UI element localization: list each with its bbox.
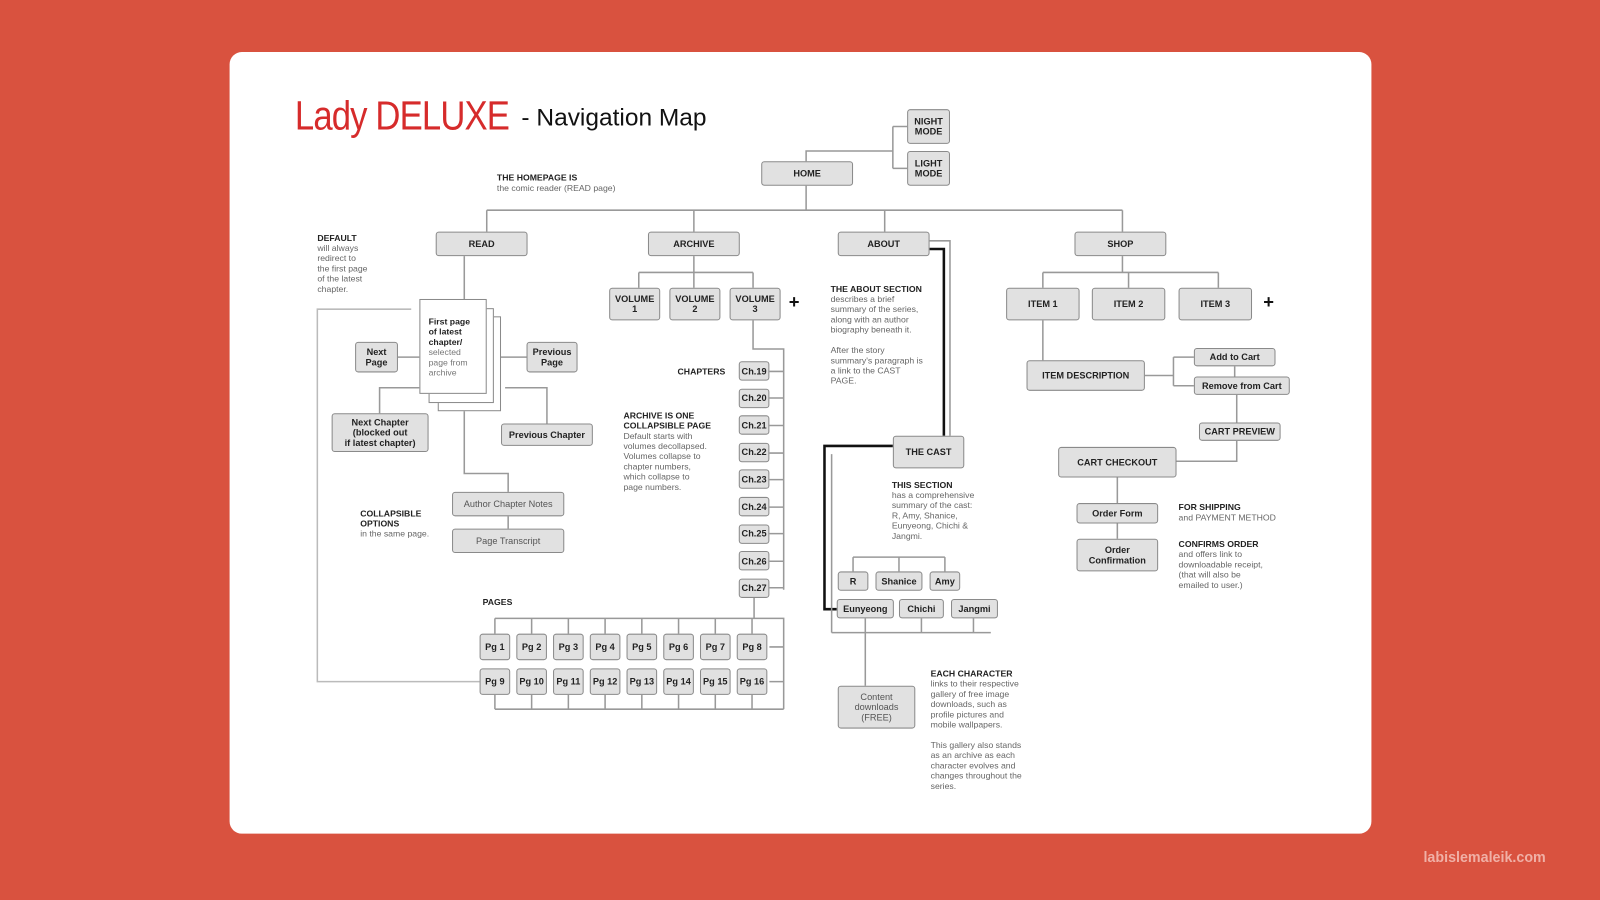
- note-text: Default starts with volumes decollapsed.…: [623, 430, 707, 492]
- character-jangmi[interactable]: Jangmi: [951, 598, 998, 619]
- note-heading: THE ABOUT SECTION: [830, 283, 922, 294]
- previous-page-button[interactable]: Previous Page: [526, 341, 578, 373]
- cart-checkout[interactable]: CART CHECKOUT: [1058, 446, 1177, 478]
- remove-from-cart-button[interactable]: Remove from Cart: [1193, 376, 1290, 395]
- chapter-button[interactable]: Ch.25: [738, 524, 770, 544]
- chapter-button[interactable]: Ch.19: [738, 361, 770, 381]
- chapter-button[interactable]: Ch.23: [738, 469, 770, 490]
- order-confirmation[interactable]: Order Confirmation: [1076, 538, 1159, 572]
- note-heading: THIS SECTION: [891, 479, 953, 490]
- volume-1[interactable]: VOLUME 1: [609, 287, 661, 321]
- page-button[interactable]: Pg 16: [736, 668, 768, 695]
- character-chichi[interactable]: Chichi: [898, 598, 944, 619]
- volume-3[interactable]: VOLUME 3: [729, 287, 781, 321]
- add-item-icon: +: [1263, 291, 1274, 313]
- light-mode-button[interactable]: LIGHT MODE: [907, 151, 950, 186]
- add-to-cart-button[interactable]: Add to Cart: [1193, 347, 1276, 367]
- page-button[interactable]: Pg 12: [589, 668, 621, 695]
- note-heading: DEFAULT: [317, 232, 357, 243]
- item-description[interactable]: ITEM DESCRIPTION: [1026, 360, 1145, 391]
- volume-2[interactable]: VOLUME 2: [669, 287, 721, 321]
- page-button[interactable]: Pg 14: [663, 668, 694, 695]
- character-r[interactable]: R: [837, 571, 869, 591]
- note-heading: FOR SHIPPING: [1178, 502, 1241, 513]
- note-text: describes a brief summary of the series,…: [830, 293, 923, 386]
- page-transcript[interactable]: Page Transcript: [452, 528, 565, 554]
- cart-preview[interactable]: CART PREVIEW: [1198, 422, 1281, 441]
- reader-page[interactable]: First page of latest chapter/selected pa…: [419, 298, 487, 394]
- page-button[interactable]: Pg 2: [516, 633, 547, 661]
- page-button[interactable]: Pg 7: [699, 633, 731, 661]
- about-node[interactable]: ABOUT: [837, 231, 930, 257]
- page-button[interactable]: Pg 4: [589, 633, 621, 661]
- page-title: - Navigation Map: [521, 104, 707, 132]
- reader-page-heading: First page of latest chapter/: [428, 316, 471, 347]
- content-downloads[interactable]: Content downloads (FREE): [837, 685, 916, 729]
- shop-item-3[interactable]: ITEM 3: [1178, 287, 1253, 321]
- note-text: and PAYMENT METHOD: [1178, 512, 1276, 523]
- character-shanice[interactable]: Shanice: [875, 571, 923, 591]
- reader-page-text: selected page from archive: [428, 346, 468, 378]
- chapter-button[interactable]: Ch.20: [738, 388, 770, 408]
- read-node[interactable]: READ: [435, 231, 528, 257]
- next-page-button[interactable]: Next Page: [355, 341, 398, 373]
- order-form[interactable]: Order Form: [1076, 503, 1159, 524]
- watermark: labislemaleik.com: [1423, 848, 1546, 866]
- add-volume-icon: +: [788, 291, 800, 313]
- lady-deluxe-logo: Lady DELUXE: [294, 93, 510, 139]
- page-button[interactable]: Pg 13: [626, 668, 658, 695]
- note-text: and offers link to downloadable receipt,…: [1178, 548, 1263, 590]
- character-eunyeong[interactable]: Eunyeong: [836, 598, 894, 619]
- note-text: will always redirect to the first page o…: [317, 242, 368, 294]
- next-chapter-button[interactable]: Next Chapter (blocked out if latest chap…: [331, 413, 429, 453]
- chapter-button[interactable]: Ch.21: [738, 415, 770, 435]
- note-text: links to their respective gallery of fre…: [930, 678, 1022, 791]
- note-heading: ARCHIVE IS ONE COLLAPSIBLE PAGE: [623, 410, 712, 431]
- note-text: the comic reader (READ page): [496, 182, 616, 193]
- the-cast-node[interactable]: THE CAST: [892, 435, 965, 469]
- page-button[interactable]: Pg 9: [479, 668, 511, 695]
- note-heading: CONFIRMS ORDER: [1178, 538, 1259, 549]
- shop-item-2[interactable]: ITEM 2: [1091, 287, 1166, 321]
- chapter-button[interactable]: Ch.27: [738, 578, 770, 598]
- note-heading: EACH CHARACTER: [930, 668, 1013, 679]
- home-node[interactable]: HOME: [761, 161, 854, 186]
- previous-chapter-button[interactable]: Previous Chapter: [501, 423, 593, 446]
- page-button[interactable]: Pg 5: [626, 633, 658, 661]
- page-button[interactable]: Pg 15: [699, 668, 731, 695]
- chapter-button[interactable]: Ch.22: [738, 442, 770, 463]
- shop-item-1[interactable]: ITEM 1: [1006, 287, 1080, 321]
- night-mode-button[interactable]: NIGHT MODE: [907, 109, 950, 144]
- note-heading: THE HOMEPAGE IS: [496, 172, 578, 183]
- author-chapter-notes[interactable]: Author Chapter Notes: [452, 491, 565, 517]
- page-button[interactable]: Pg 6: [663, 633, 694, 661]
- chapter-button[interactable]: Ch.26: [738, 551, 770, 571]
- page-button[interactable]: Pg 1: [479, 633, 511, 661]
- archive-node[interactable]: ARCHIVE: [647, 231, 740, 257]
- note-heading: COLLAPSIBLE OPTIONS: [360, 508, 422, 529]
- chapters-label: CHAPTERS: [677, 366, 726, 377]
- page-button[interactable]: Pg 8: [736, 633, 768, 661]
- note-text: in the same page.: [360, 528, 430, 539]
- page-button[interactable]: Pg 3: [553, 633, 584, 661]
- page-button[interactable]: Pg 10: [516, 668, 547, 695]
- note-text: has a comprehensive summary of the cast:…: [891, 489, 975, 541]
- character-amy[interactable]: Amy: [929, 571, 961, 591]
- pages-label: PAGES: [482, 596, 513, 608]
- page-button[interactable]: Pg 11: [553, 668, 584, 695]
- chapter-button[interactable]: Ch.24: [738, 496, 770, 517]
- shop-node[interactable]: SHOP: [1074, 231, 1167, 257]
